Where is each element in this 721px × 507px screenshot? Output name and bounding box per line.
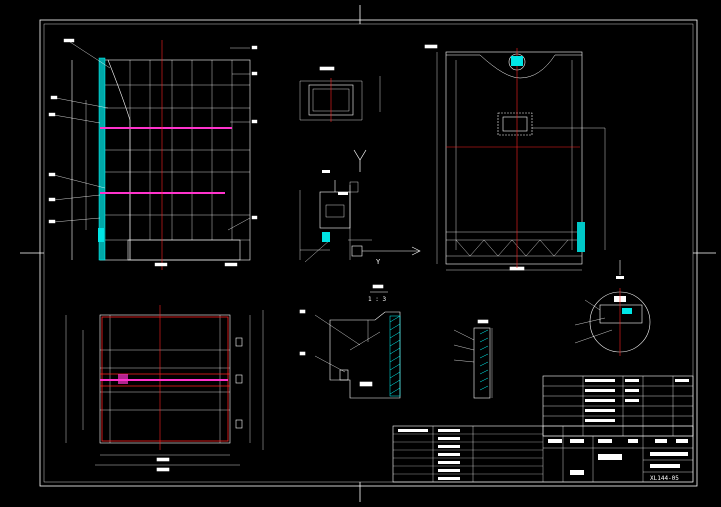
front-view-left-side-panel	[98, 57, 106, 261]
title-block	[392, 375, 694, 483]
detail-view-section-hatch	[389, 315, 401, 397]
scale-label: 1 : 3	[368, 296, 386, 303]
side-view-right-side-panel	[577, 222, 585, 252]
narrow-detail-hatch	[479, 329, 489, 391]
front-view-left-callouts	[48, 38, 258, 267]
circle-detail-insert	[622, 308, 632, 314]
drawing-code: XL144-05	[650, 475, 679, 482]
title-block-glyphs	[398, 379, 689, 480]
detail-view-section	[299, 284, 401, 399]
front-view-left	[71, 59, 251, 261]
narrow-detail	[453, 319, 493, 399]
section-arrow	[353, 149, 367, 172]
side-view-right-top-flange	[511, 56, 523, 66]
section-label: Y	[376, 258, 381, 266]
front-view-left-bracket	[98, 228, 104, 242]
bracket-detail-middle	[299, 170, 421, 263]
plan-view-fitting	[118, 374, 128, 384]
bracket-detail-middle-insert	[322, 232, 330, 242]
sheet-border	[20, 5, 716, 502]
side-view-right	[424, 44, 606, 271]
